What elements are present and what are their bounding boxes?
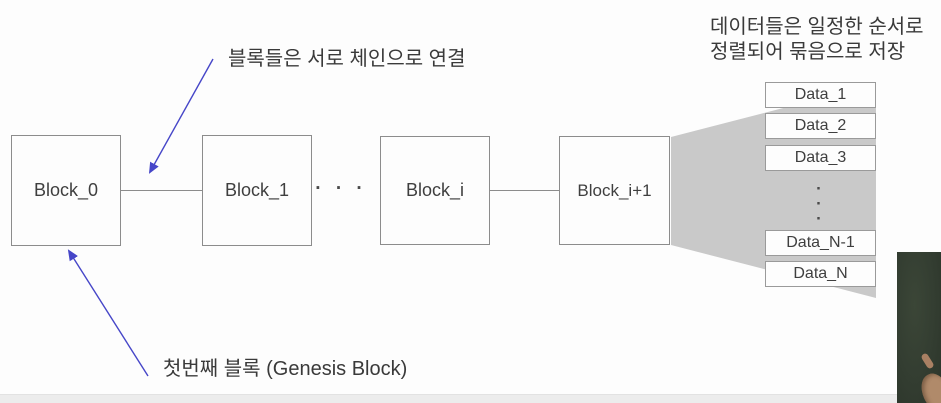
data-1-label: Data_1 — [794, 86, 847, 103]
chain-ellipsis-dots: · · · — [315, 178, 365, 199]
instructor-hand — [915, 369, 941, 403]
data-n-minus-1-label: Data_N-1 — [786, 234, 855, 251]
data-annotation-line1: 데이터들은 일정한 순서로 — [710, 16, 924, 38]
data-annotation: 데이터들은 일정한 순서로 정렬되어 묶음으로 저장 — [710, 15, 924, 65]
block-0-label: Block_0 — [33, 180, 99, 200]
data-ellipsis-dot: · — [816, 179, 822, 198]
block-1-box: Block_1 — [202, 135, 312, 246]
block-1-label: Block_1 — [224, 180, 290, 200]
data-annotation-line2: 정렬되어 묶음으로 저장 — [710, 41, 906, 63]
data-ellipsis-dot: · — [816, 194, 822, 213]
block-i-plus-1-box: Block_i+1 — [559, 136, 670, 245]
data-ellipsis-dot: · — [816, 209, 822, 228]
data-ellipsis-dots: · · · — [812, 179, 826, 228]
chain-link-blocki-blocki1 — [490, 190, 559, 191]
data-1-box: Data_1 — [765, 82, 876, 108]
data-2-label: Data_2 — [794, 117, 847, 134]
instructor-webcam-overlay — [897, 252, 941, 403]
chain-link-block0-block1 — [121, 190, 202, 191]
data-3-label: Data_3 — [794, 149, 847, 166]
block-i-label: Block_i — [405, 180, 465, 200]
data-3-box: Data_3 — [765, 145, 876, 171]
video-bottom-strip — [0, 394, 941, 403]
data-2-box: Data_2 — [765, 113, 876, 139]
data-n-box: Data_N — [765, 261, 876, 287]
genesis-annotation: 첫번째 블록 (Genesis Block) — [163, 358, 408, 380]
chain-annotation: 블록들은 서로 체인으로 연결 — [228, 48, 466, 70]
data-n-label: Data_N — [793, 265, 848, 282]
block-i-box: Block_i — [380, 136, 490, 245]
instructor-hand-finger — [920, 352, 935, 370]
block-i-plus-1-label: Block_i+1 — [577, 180, 652, 200]
block-0-box: Block_0 — [11, 135, 121, 246]
arrow-to-genesis-block — [67, 249, 149, 377]
data-n-minus-1-box: Data_N-1 — [765, 230, 876, 256]
